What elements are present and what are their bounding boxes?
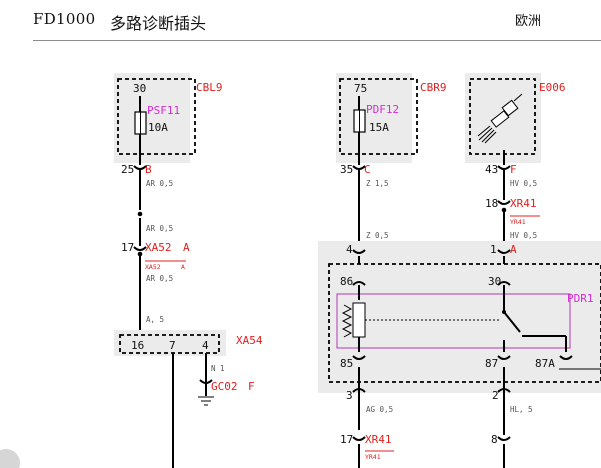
diagram-code: FD1000 (33, 10, 96, 28)
pdr1-pin-87: 87 (485, 357, 498, 370)
scroll-handle[interactable] (0, 449, 20, 468)
xa54-outline (119, 334, 220, 354)
pdr1-out-pin-3: 3 (346, 389, 353, 402)
pin-marker (352, 281, 366, 286)
plug-sensor-icon (477, 93, 523, 144)
xa52-sub: XA52 (145, 263, 161, 271)
cbr9-pin-top: 75 (354, 82, 367, 95)
xr41-bottom-label: XR41 (365, 433, 392, 446)
xr41-top-pin: 18 (485, 197, 498, 210)
cbr9-background (336, 73, 412, 163)
ground-icon (198, 396, 214, 406)
pin-marker (497, 436, 511, 441)
wire-label-mid-1: Z 1,5 (366, 179, 389, 188)
e006-pin-43: 43 (485, 163, 498, 176)
pdr1-label: PDR1 (567, 292, 594, 305)
cbr9-pin-letter: C (364, 163, 371, 176)
cbr9-outline (339, 78, 418, 155)
wire-label-right-3: HL, 5 (510, 405, 533, 414)
wire-label-gc02: N 1 (211, 364, 225, 373)
pin-marker (559, 355, 573, 360)
xr41-bottom-sub: YR41 (365, 453, 381, 461)
pin-marker (497, 355, 511, 360)
wire-label-left-1: AR 0,5 (146, 179, 173, 188)
pdr1-in-letter: A (510, 243, 517, 256)
connector-xa54: 16 7 4 XA54 (114, 330, 263, 356)
xa52-pin: 17 (121, 241, 134, 254)
sensor-box-e006: E006 (465, 73, 566, 165)
pin-marker (352, 249, 366, 254)
fuse-box-cbl9: CBL9 30 PSF11 10A (114, 73, 223, 165)
pin-marker (497, 249, 511, 254)
pin-marker (352, 436, 366, 441)
wire-label-right-2: HV 0,5 (510, 231, 537, 240)
xa52-letter: A (183, 241, 190, 254)
fuse-psf11: PSF11 (147, 104, 180, 117)
xa54-pin-7: 7 (169, 339, 176, 352)
cbr9-pin-35: 35 (340, 163, 353, 176)
wire-label-mid-2: Z 0,5 (366, 231, 389, 240)
cbl9-label: CBL9 (196, 81, 223, 94)
pin-marker (497, 200, 511, 205)
wire-label-left-2: AR 0,5 (146, 224, 173, 233)
diagram-title: 多路诊断插头 (110, 14, 207, 33)
fuse-rating-15a: 15A (369, 121, 389, 134)
header-rule (33, 40, 601, 41)
fuse-rating-10a: 10A (148, 121, 168, 134)
splice-dot (137, 211, 143, 217)
pin-marker (352, 355, 366, 360)
cbr9-label: CBR9 (420, 81, 447, 94)
xa52-sub-letter: A (181, 263, 185, 271)
gc02-letter: F (248, 380, 255, 393)
pdr1-pin-30: 30 (488, 275, 501, 288)
gc02-label: GC02 (211, 380, 238, 393)
fuse-box-cbr9: CBR9 75 PDF12 15A (336, 73, 447, 165)
wire-label-right-1: HV 0,5 (510, 179, 537, 188)
cbl9-outline (117, 78, 196, 155)
xa54-pin-16: 16 (131, 339, 144, 352)
cbl9-pin-25: 25 (121, 163, 134, 176)
pin-marker (199, 379, 213, 384)
splice-dot (501, 207, 507, 213)
e006-pin-letter: F (510, 163, 517, 176)
xr41-top-sub: YR41 (510, 218, 526, 226)
xa54-pin-4: 4 (202, 339, 209, 352)
cbl9-pin-letter: B (145, 163, 152, 176)
splice-dot (137, 251, 143, 257)
pdr1-in-pin-1: 1 (490, 243, 497, 256)
xa54-label: XA54 (236, 334, 263, 347)
pin-marker (497, 281, 511, 286)
relay-switch-icon (502, 310, 567, 352)
pin-marker (133, 246, 147, 251)
region-label: 欧洲 (515, 14, 542, 29)
xr41-top-label: XR41 (510, 197, 537, 210)
xr41-bottom-pin: 17 (340, 433, 353, 446)
pdr1-pin-85: 85 (340, 357, 353, 370)
pdr1-pin-87a: 87A (535, 357, 555, 370)
cbl9-background (114, 73, 190, 163)
pdr1-outline (328, 263, 601, 383)
wire-label-left-3: AR 0,5 (146, 274, 173, 283)
relay-pdr1: 4 1 A PDR1 86 30 (318, 241, 601, 402)
e006-label: E006 (539, 81, 566, 94)
wire-label-mid-3: AG 0,5 (366, 405, 393, 414)
pdr1-pin-86: 86 (340, 275, 353, 288)
pdr1-inner-outline (336, 293, 571, 349)
cbl9-pin-top: 30 (133, 82, 146, 95)
bottom-right-pin: 8 (491, 433, 498, 446)
fuse-pdf12: PDF12 (366, 103, 399, 116)
pdr1-in-pin-4: 4 (346, 243, 353, 256)
pdr1-out-pin-2: 2 (492, 389, 499, 402)
xa52-label: XA52 (145, 241, 172, 254)
wire-label-left-4: A, 5 (146, 315, 164, 324)
